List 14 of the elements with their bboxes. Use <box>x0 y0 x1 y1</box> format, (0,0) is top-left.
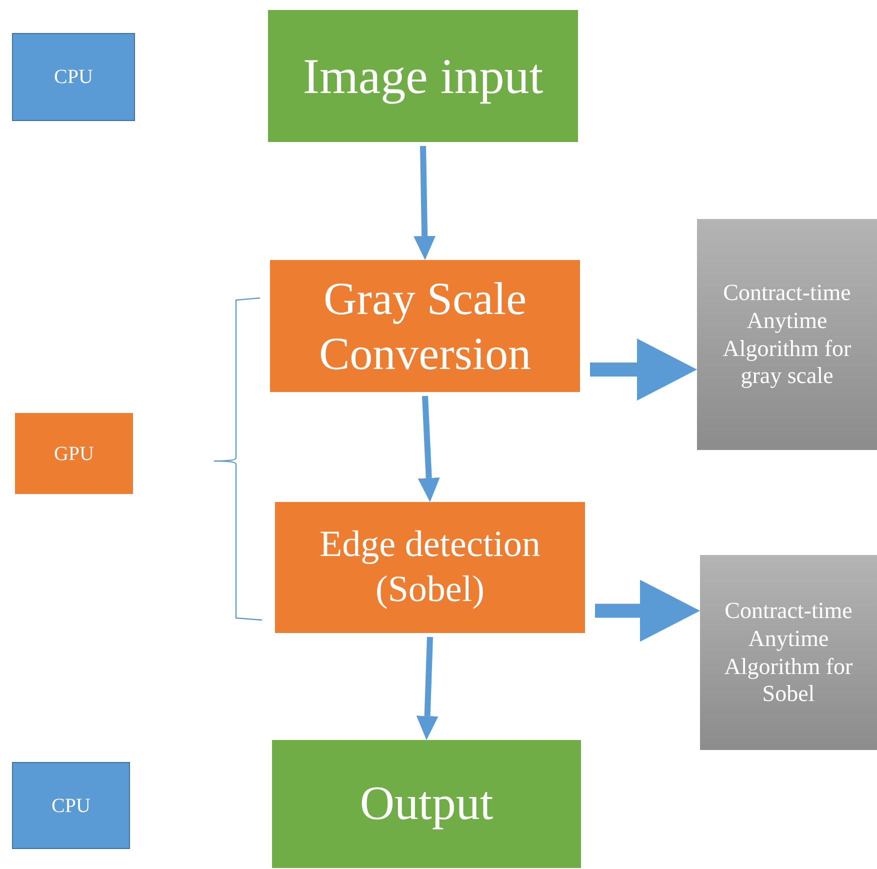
process-box: Gray Scale Conversion <box>270 260 580 392</box>
process-box: GPU <box>15 413 133 494</box>
arrow <box>595 580 700 642</box>
process-box: Edge detection (Sobel) <box>275 502 585 633</box>
arrow <box>414 146 436 260</box>
algorithm-box: Contract-time Anytime Algorithm for gray scale <box>697 219 877 450</box>
cpu-box: CPU <box>12 762 130 849</box>
process-box: Output <box>272 740 581 868</box>
arrow <box>416 636 438 740</box>
arrow <box>418 396 440 502</box>
cpu-box: CPU <box>12 33 135 121</box>
arrow <box>590 338 697 401</box>
algorithm-box: Contract-time Anytime Algorithm for Sobel <box>700 555 877 750</box>
process-box: Image input <box>268 10 578 142</box>
